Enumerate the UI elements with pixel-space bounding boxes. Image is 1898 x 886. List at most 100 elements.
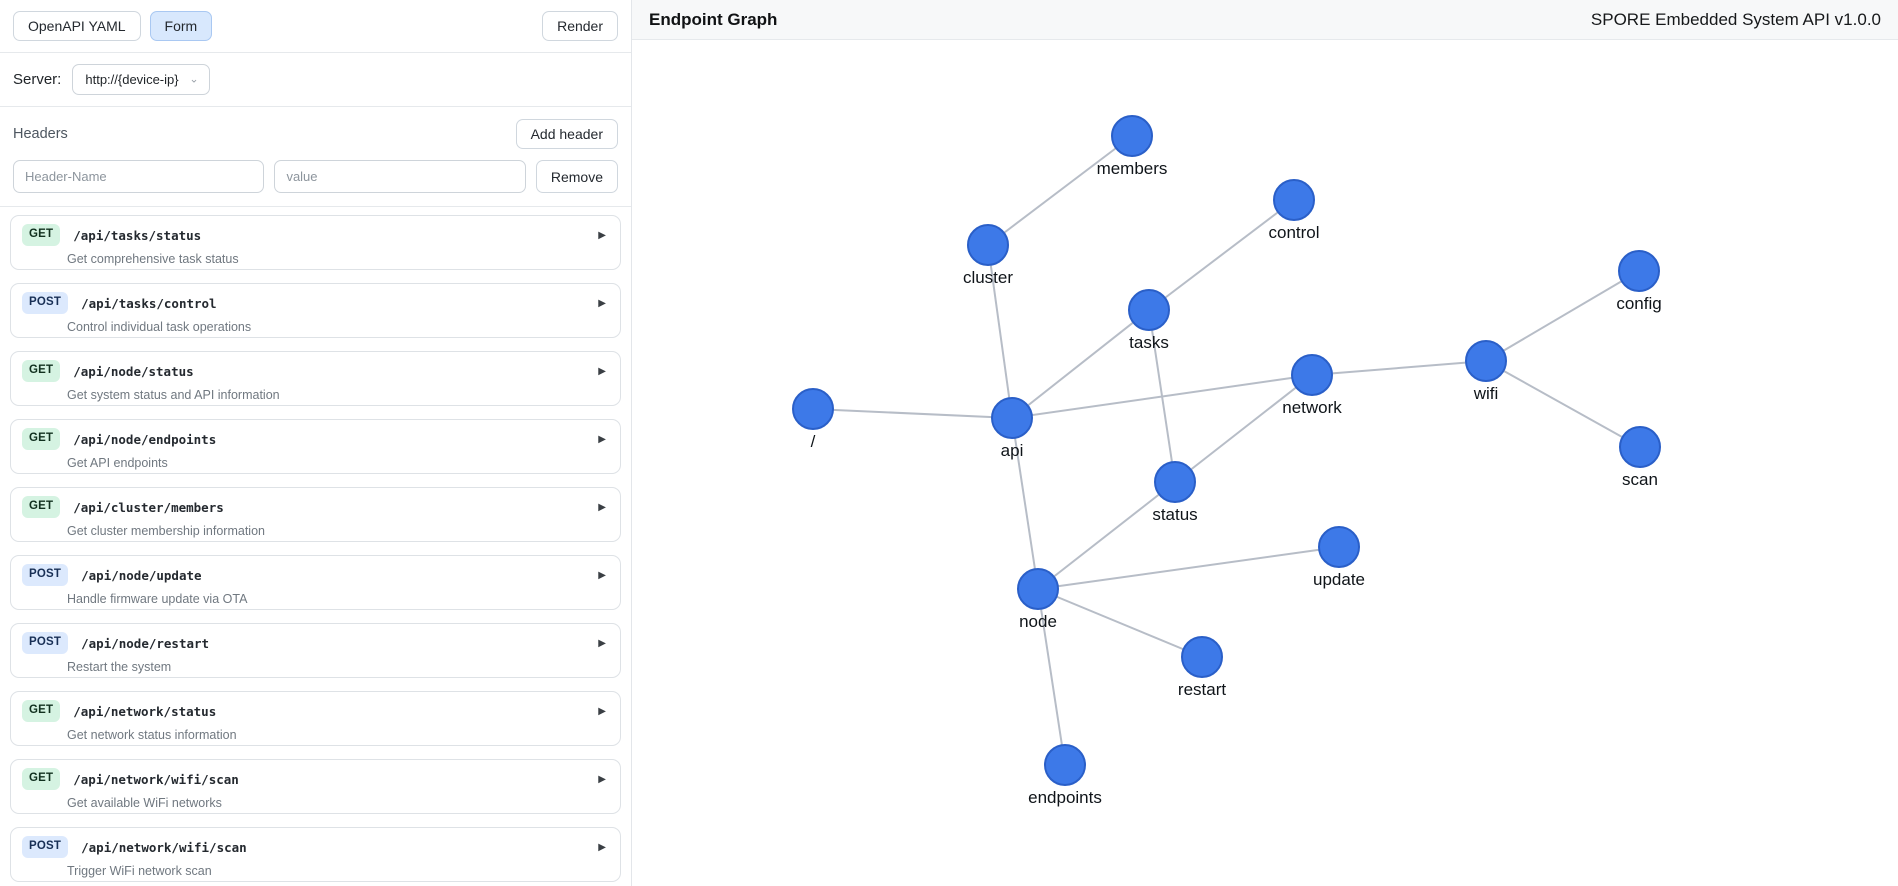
- tab-form[interactable]: Form: [149, 11, 213, 41]
- graph-node-label-root: /: [811, 432, 816, 451]
- headers-section: Headers Add header Remove: [0, 107, 631, 207]
- endpoint-card[interactable]: GET/api/network/wifi/scan▶Get available …: [10, 759, 621, 814]
- graph-node-label-update: update: [1313, 570, 1365, 589]
- endpoint-path: /api/network/wifi/scan: [73, 771, 239, 787]
- disclosure-triangle-icon[interactable]: ▶: [598, 841, 606, 853]
- disclosure-triangle-icon[interactable]: ▶: [598, 773, 606, 785]
- method-badge: GET: [22, 224, 61, 246]
- graph-node-root[interactable]: [792, 388, 834, 430]
- graph-node-label-api: api: [1001, 441, 1024, 460]
- endpoint-path: /api/tasks/status: [73, 227, 202, 243]
- endpoint-card[interactable]: POST/api/node/restart▶Restart the system: [10, 623, 621, 678]
- graph-node-network[interactable]: [1291, 354, 1333, 396]
- endpoint-card[interactable]: GET/api/node/endpoints ▶ Get API endpoints: [10, 419, 621, 474]
- graph-node-members[interactable]: [1111, 115, 1153, 157]
- server-select-value: http://{device-ip}: [85, 72, 179, 87]
- graph-edge-node-update: [1037, 546, 1340, 590]
- disclosure-triangle-icon[interactable]: ▶: [598, 705, 606, 717]
- endpoint-description: Trigger WiFi network scan: [67, 864, 212, 878]
- disclosure-triangle-icon[interactable]: ▶: [598, 501, 606, 513]
- disclosure-triangle-icon[interactable]: ▶: [598, 433, 606, 445]
- endpoint-card[interactable]: POST/api/network/wifi/scan▶Trigger WiFi …: [10, 827, 621, 882]
- disclosure-triangle-icon[interactable]: ▶: [598, 637, 606, 649]
- graph-node-label-tasks: tasks: [1129, 333, 1169, 352]
- graph-node-wifi[interactable]: [1465, 340, 1507, 382]
- graph-node-label-cluster: cluster: [963, 268, 1013, 287]
- graph-node-scan[interactable]: [1619, 426, 1661, 468]
- header-value-input[interactable]: [274, 160, 526, 193]
- graph-node-label-restart: restart: [1178, 680, 1226, 699]
- graph-node-label-endpoints: endpoints: [1028, 788, 1102, 807]
- graph-edge-api-node: [1011, 417, 1039, 590]
- disclosure-triangle-icon[interactable]: ▶: [598, 365, 606, 377]
- graph-node-label-config: config: [1616, 294, 1661, 313]
- graph-header: Endpoint Graph SPORE Embedded System API…: [632, 0, 1898, 40]
- tab-openapi-yaml[interactable]: OpenAPI YAML: [13, 11, 141, 41]
- disclosure-triangle-icon[interactable]: ▶: [598, 297, 606, 309]
- graph-node-restart[interactable]: [1181, 636, 1223, 678]
- endpoint-list: GET/api/tasks/status ▶ Get comprehensive t…: [0, 207, 631, 886]
- graph-edge-cluster-api: [987, 244, 1013, 419]
- chevron-down-icon: ⌄: [189, 72, 199, 85]
- graph-node-config[interactable]: [1618, 250, 1660, 292]
- server-label: Server:: [13, 71, 62, 88]
- graph-edge-wifi-network: [1311, 360, 1487, 376]
- graph-node-label-status: status: [1152, 505, 1197, 524]
- api-version-title: SPORE Embedded System API v1.0.0: [1590, 9, 1881, 29]
- method-badge: GET: [22, 360, 61, 382]
- graph-edge-node-status: [1037, 481, 1176, 590]
- endpoint-description: Get comprehensive task status: [67, 252, 239, 266]
- graph-node-node[interactable]: [1017, 568, 1059, 610]
- endpoint-description: Get API endpoints: [67, 456, 168, 470]
- disclosure-triangle-icon[interactable]: ▶: [598, 229, 606, 241]
- endpoint-path: /api/node/endpoints: [73, 431, 217, 447]
- endpoint-description: Restart the system: [67, 660, 172, 674]
- method-badge: GET: [22, 496, 61, 518]
- method-badge: POST: [22, 292, 69, 314]
- graph-edge-network-api: [1011, 374, 1313, 419]
- endpoint-card[interactable]: POST/api/tasks/control▶Control individua…: [10, 283, 621, 338]
- api-form-panel: OpenAPI YAML Form Render Server: http://…: [0, 0, 632, 886]
- endpoint-card[interactable]: GET/api/node/status▶Get system status an…: [10, 351, 621, 406]
- disclosure-triangle-icon[interactable]: ▶: [598, 569, 606, 581]
- graph-edge-control-tasks: [1148, 199, 1295, 311]
- graph-node-label-wifi: wifi: [1473, 384, 1499, 403]
- endpoint-graph-svg: memberscontrolclustertasksconfigwifinetw…: [792, 115, 1662, 807]
- graph-node-tasks[interactable]: [1128, 289, 1170, 331]
- graph-edge-tasks-api: [1011, 309, 1150, 419]
- graph-node-label-node: node: [1019, 612, 1057, 631]
- header-name-input[interactable]: [13, 160, 265, 193]
- endpoint-path: /api/cluster/members: [73, 499, 224, 515]
- render-button[interactable]: Render: [542, 11, 618, 41]
- graph-node-status[interactable]: [1154, 461, 1196, 503]
- server-row: Server: http://{device-ip} ⌄: [0, 53, 631, 107]
- add-header-button[interactable]: Add header: [515, 119, 618, 149]
- headers-title: Headers: [13, 126, 68, 142]
- graph-node-label-scan: scan: [1622, 470, 1658, 489]
- graph-edge-root-api: [812, 408, 1013, 419]
- graph-node-cluster[interactable]: [967, 224, 1009, 266]
- graph-edge-config-wifi: [1485, 270, 1640, 362]
- graph-node-update[interactable]: [1318, 526, 1360, 568]
- remove-header-button[interactable]: Remove: [535, 160, 619, 193]
- endpoint-description: Get cluster membership information: [67, 524, 265, 538]
- endpoint-card[interactable]: POST/api/node/update▶Handle firmware upd…: [10, 555, 621, 610]
- endpoint-description: Handle firmware update via OTA: [67, 592, 248, 606]
- server-select[interactable]: http://{device-ip} ⌄: [72, 64, 210, 95]
- endpoint-path: /api/tasks/control: [81, 295, 217, 311]
- endpoint-description: Get available WiFi networks: [67, 796, 222, 810]
- graph-node-endpoints[interactable]: [1044, 744, 1086, 786]
- endpoint-graph-panel: Endpoint Graph SPORE Embedded System API…: [632, 0, 1898, 886]
- graph-node-control[interactable]: [1273, 179, 1315, 221]
- graph-edge-cluster-members: [987, 135, 1133, 246]
- endpoint-card[interactable]: GET/api/cluster/members ▶ Get cluster memb…: [10, 487, 621, 542]
- graph-edge-node-endpoints: [1037, 588, 1066, 766]
- endpoint-card[interactable]: GET/api/network/status▶Get network statu…: [10, 691, 621, 746]
- endpoint-card[interactable]: GET/api/tasks/status ▶ Get comprehensive t…: [10, 215, 621, 270]
- method-badge: POST: [22, 632, 69, 654]
- method-badge: GET: [22, 700, 61, 722]
- method-badge: GET: [22, 428, 61, 450]
- graph-edge-node-restart: [1037, 588, 1203, 658]
- graph-node-api[interactable]: [991, 397, 1033, 439]
